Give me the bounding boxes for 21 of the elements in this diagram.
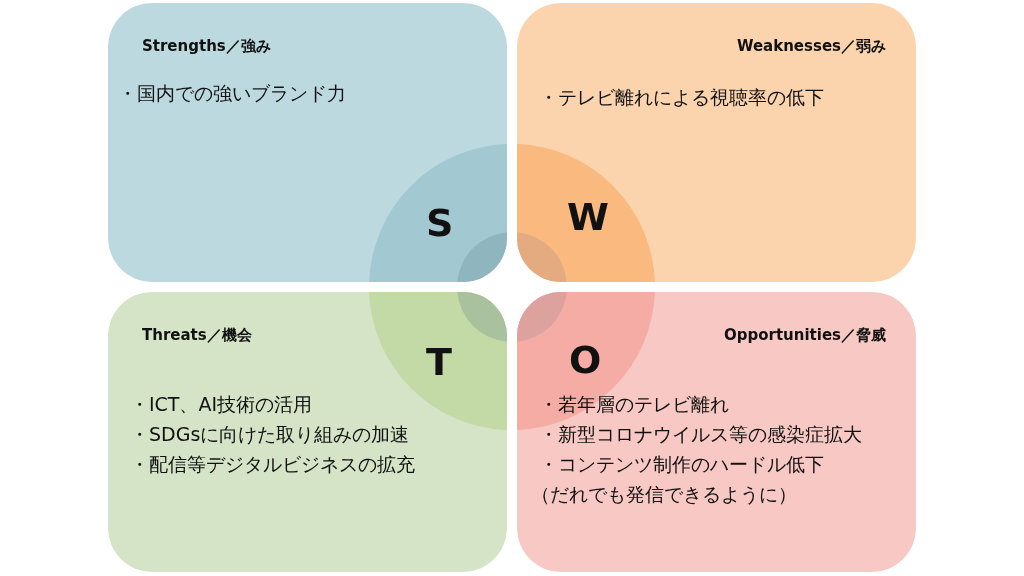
quadrant-card <box>517 3 916 282</box>
quadrant-card <box>517 292 916 572</box>
bullet-item: ・国内での強いブランド力 <box>118 81 346 106</box>
quadrant-letter: T <box>426 340 452 384</box>
quadrant-heading: Opportunities／脅威 <box>724 326 886 345</box>
bullet-item: ・配信等デジタルビジネスの拡充 <box>130 452 415 477</box>
bullet-item: ・ICT、AI技術の活用 <box>130 392 313 417</box>
bullet-item: ・SDGsに向けた取り組みの加速 <box>130 422 410 447</box>
quadrant-heading: Weaknesses／弱み <box>736 37 886 56</box>
bullet-item: ・新型コロナウイルス等の感染症拡大 <box>539 422 862 447</box>
quadrant-card <box>108 292 507 572</box>
quadrant-letter: O <box>569 338 602 382</box>
quadrant-letter: W <box>567 195 609 239</box>
quadrant-card <box>108 3 507 282</box>
bullet-item: ・テレビ離れによる視聴率の低下 <box>539 85 824 110</box>
quadrant-heading: Threats／機会 <box>142 326 252 345</box>
quadrant-heading: Strengths／強み <box>142 37 271 56</box>
bullet-item: ・コンテンツ制作のハードル低下 <box>539 452 824 477</box>
bullet-item: （だれでも発信できるように） <box>531 482 797 507</box>
bullet-item: ・若年層のテレビ離れ <box>539 392 729 417</box>
quadrant-letter: S <box>426 201 454 245</box>
